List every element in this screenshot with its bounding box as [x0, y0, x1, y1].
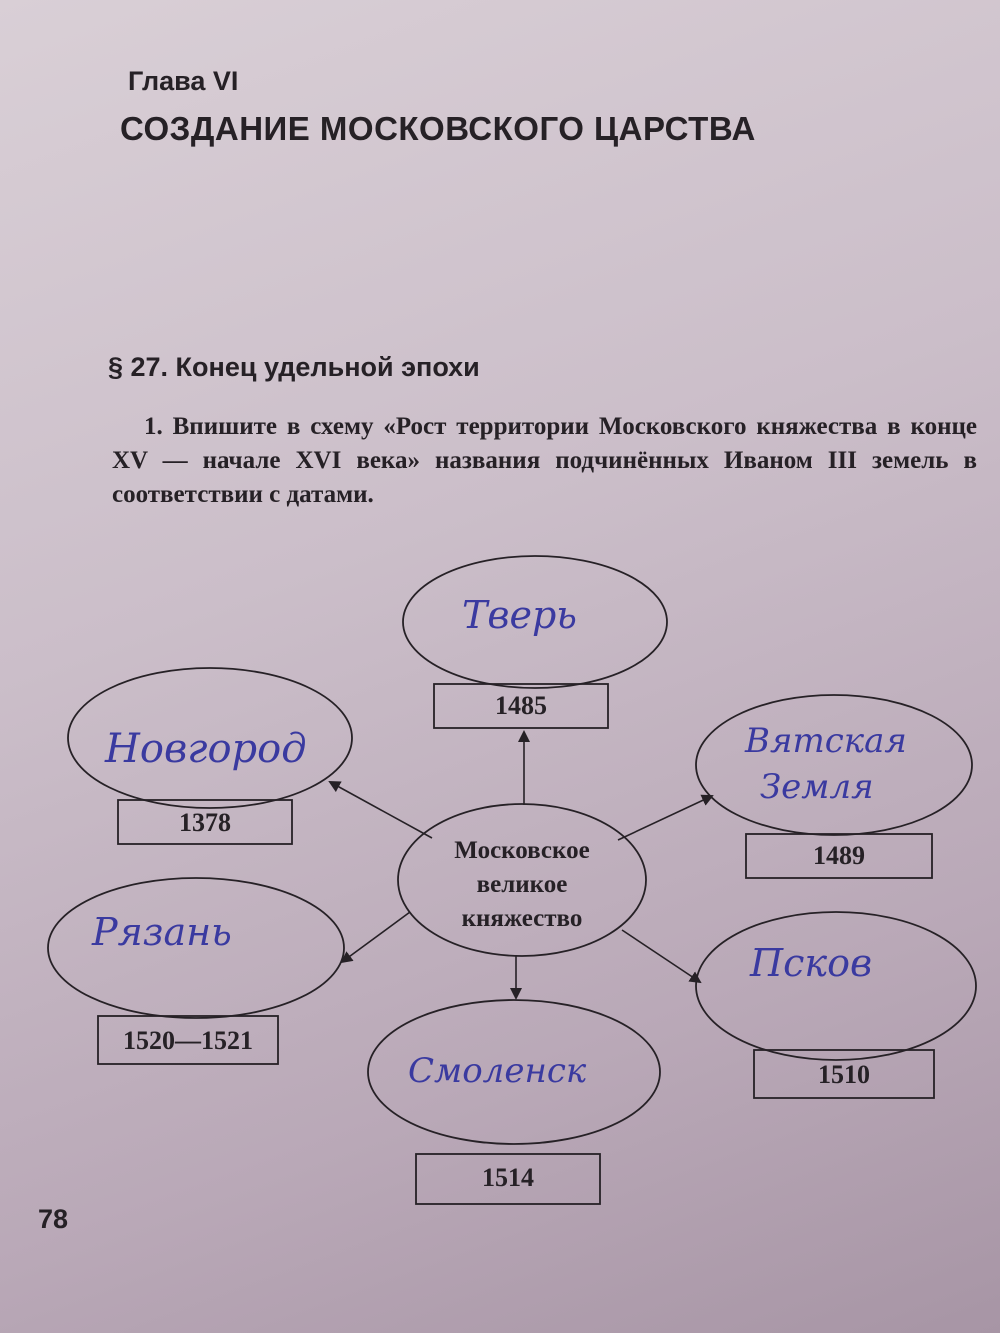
task-instruction: 1. Впишите в схему «Рост территории Моск… — [112, 413, 977, 508]
answer-vyatka-line1: Вятская — [744, 721, 907, 761]
node-tver: Тверь 1485 — [402, 555, 668, 729]
arrow-to-vyatka — [617, 794, 714, 841]
answer-novgorod: Новгород — [104, 726, 307, 772]
page-number: 78 — [38, 1204, 69, 1234]
node-vyatka: Вятская Земля 1489 — [695, 694, 973, 879]
date-pskov: 1510 — [818, 1060, 870, 1089]
node-smolensk: Смоленск 1514 — [367, 999, 661, 1205]
chapter-title: СОЗДАНИЕ МОСКОВСКОГО ЦАРСТВА — [120, 110, 756, 147]
center-node: Московское великое княжество — [397, 803, 647, 957]
center-label-line2: великое — [477, 871, 568, 898]
answer-ryazan: Рязань — [91, 910, 232, 954]
node-pskov: Псков 1510 — [695, 911, 977, 1099]
arrow-to-ryazan — [340, 911, 411, 964]
date-ryazan: 1520—1521 — [123, 1026, 253, 1055]
node-novgorod: Новгород 1378 — [67, 667, 353, 845]
arrow-to-pskov — [621, 929, 702, 984]
answer-smolensk: Смоленск — [408, 1051, 587, 1091]
date-novgorod: 1378 — [179, 808, 231, 837]
center-label-line1: Московское — [454, 837, 589, 864]
date-tver: 1485 — [495, 691, 547, 720]
chapter-label: Глава VI — [128, 66, 239, 96]
arrows — [328, 730, 714, 1000]
answer-vyatka-line2: Земля — [760, 767, 874, 807]
center-label-line3: княжество — [462, 905, 583, 932]
node-ryazan: Рязань 1520—1521 — [47, 877, 345, 1065]
arrow-to-novgorod — [328, 781, 433, 839]
date-vyatka: 1489 — [813, 841, 865, 870]
date-smolensk: 1514 — [482, 1163, 534, 1192]
answer-pskov: Псков — [749, 941, 872, 985]
answer-tver: Тверь — [462, 593, 577, 637]
section-title: § 27. Конец удельной эпохи — [108, 352, 480, 382]
